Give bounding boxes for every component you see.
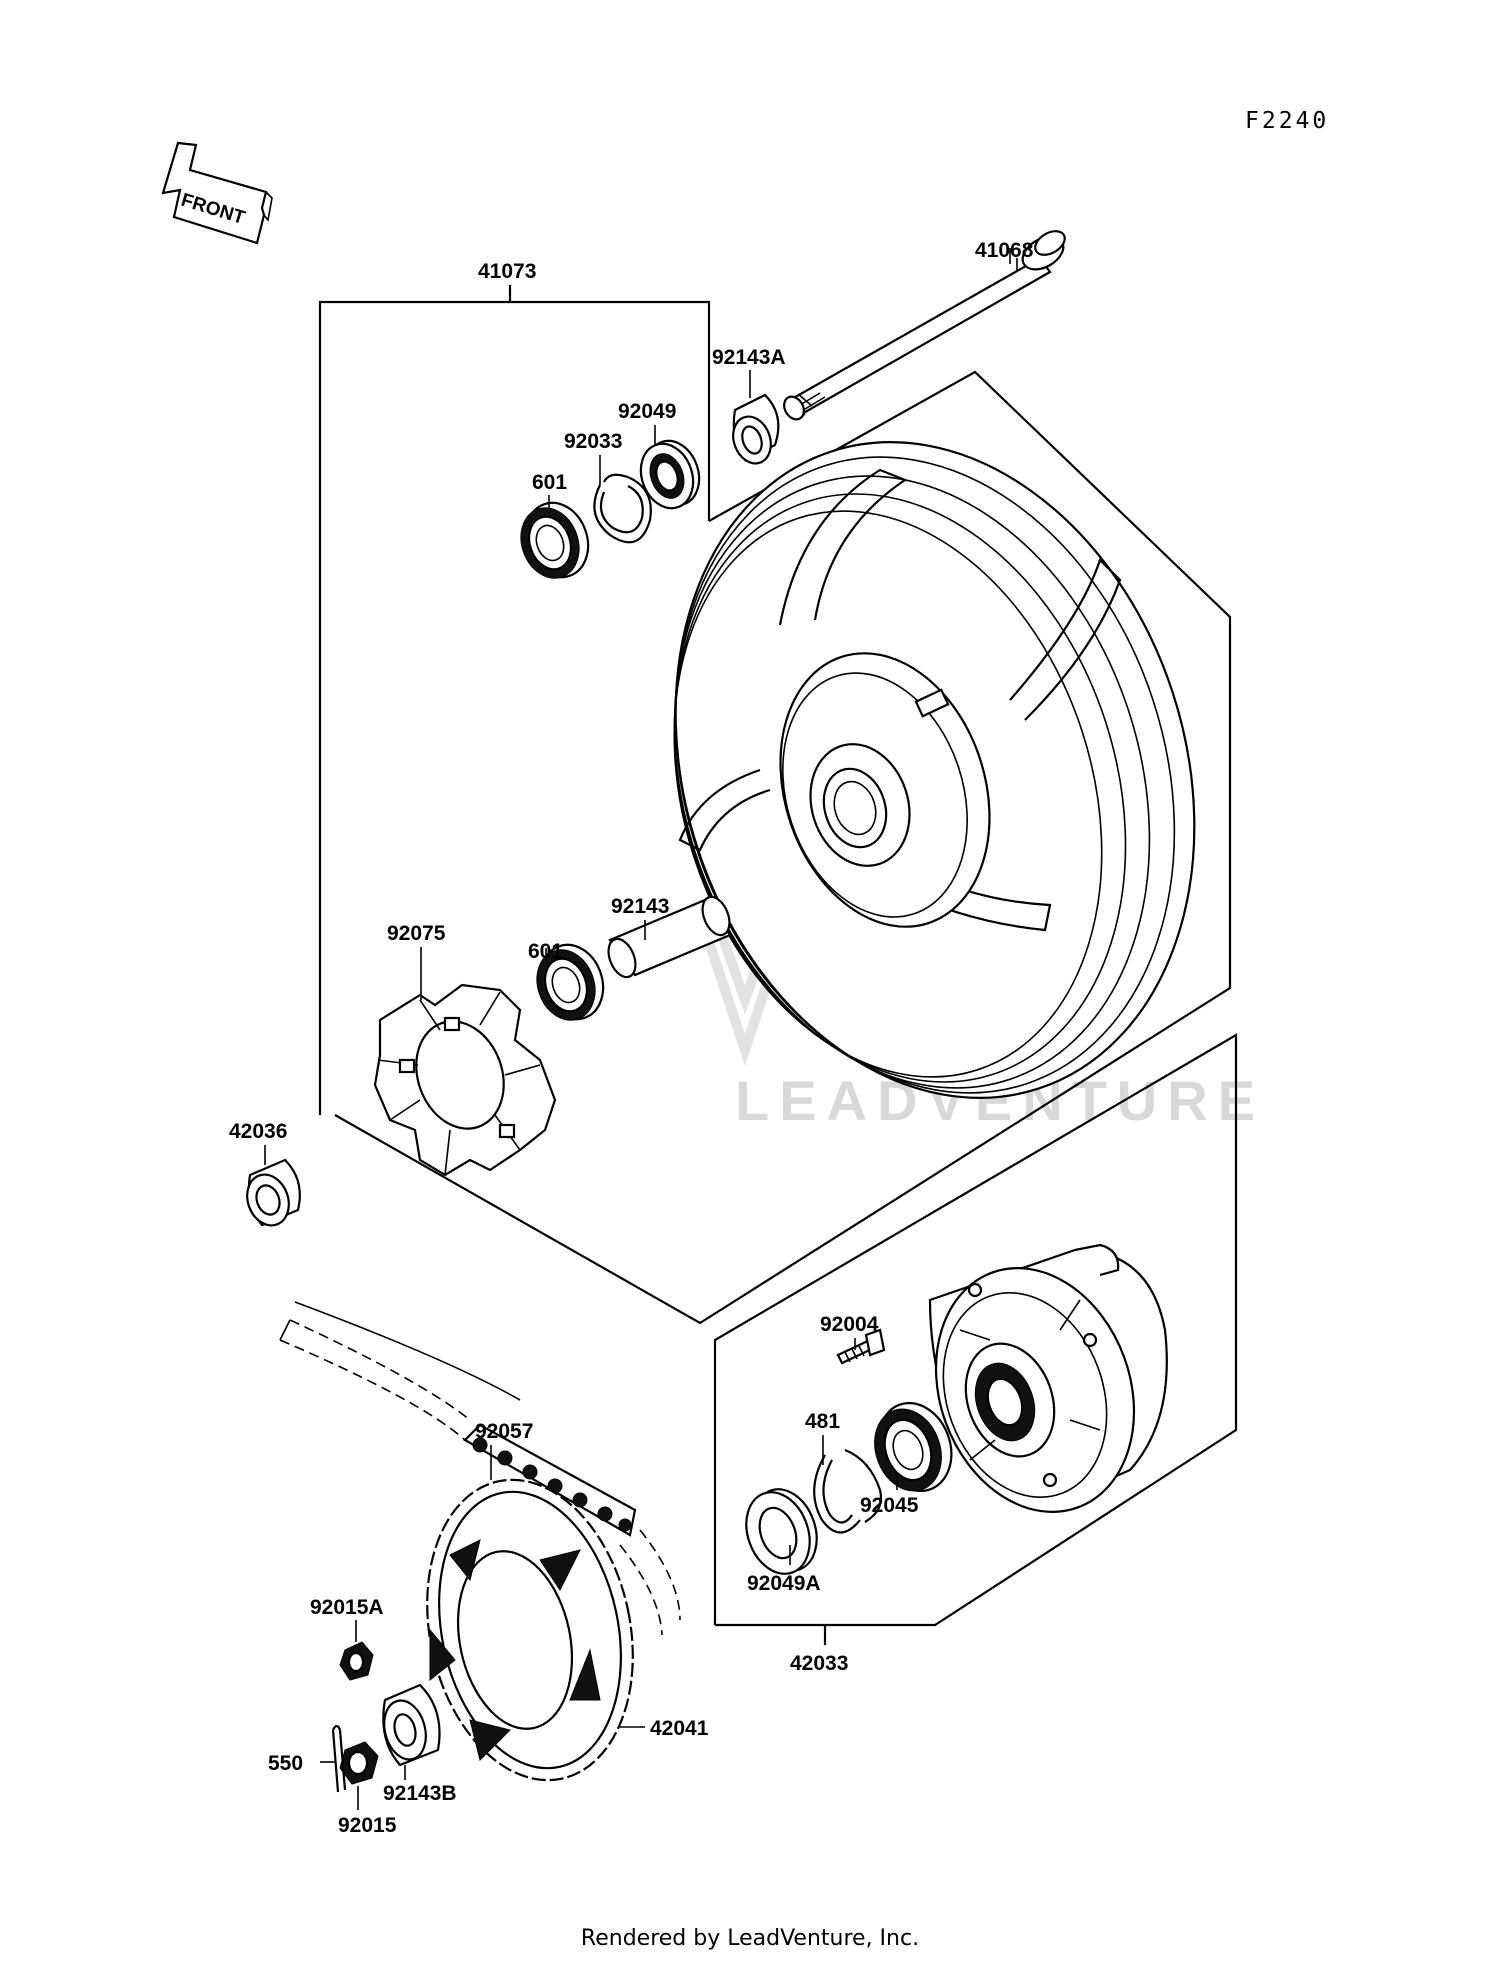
callout-601-top: 601	[532, 471, 567, 494]
nut-92015A	[339, 1641, 374, 1681]
footer-credit: Rendered by LeadVenture, Inc.	[580, 1926, 920, 1951]
callout-42041: 42041	[650, 1717, 709, 1740]
callout-42033: 42033	[790, 1652, 848, 1675]
distance-collar-92143	[607, 895, 732, 979]
axle-41068	[783, 230, 1066, 421]
hub-assembly-bracket	[713, 1033, 1238, 1645]
hub-coupling-42033	[928, 1243, 1168, 1513]
leader-lines	[264, 258, 1018, 1810]
callout-labels: 41073 41068 92143A 92049 92033 601 92143…	[229, 239, 1034, 1837]
callout-92143: 92143	[611, 895, 669, 918]
callout-92033: 92033	[564, 430, 622, 453]
bearing-601-top	[520, 501, 590, 579]
circlip-481	[813, 1448, 883, 1534]
callout-92015A: 92015A	[310, 1596, 384, 1619]
cotter-pin-550	[331, 1724, 347, 1793]
bearing-92045	[874, 1401, 953, 1493]
oil-seal-92049A	[745, 1488, 818, 1575]
callout-92049A: 92049A	[747, 1572, 821, 1595]
front-arrow-icon: FRONT	[161, 141, 273, 245]
chain-92057	[279, 1301, 681, 1636]
damper-92075	[373, 983, 557, 1177]
callout-92045: 92045	[860, 1494, 919, 1517]
callout-550: 550	[268, 1752, 303, 1775]
nut-92015	[339, 1741, 379, 1785]
callout-92143B: 92143B	[383, 1782, 457, 1805]
callout-41073: 41073	[478, 260, 536, 283]
diagram-code: F2240	[1245, 108, 1329, 134]
rear-wheel-rim	[673, 441, 1196, 1099]
callout-41068: 41068	[975, 239, 1034, 262]
oil-seal-92049	[639, 439, 701, 510]
wheel-assembly-bracket	[318, 285, 1232, 1325]
collar-92143B	[382, 1683, 441, 1767]
callout-92015: 92015	[338, 1814, 397, 1837]
collar-42036	[246, 1158, 301, 1227]
valve-92004	[836, 1328, 886, 1365]
callout-92143A: 92143A	[712, 346, 786, 369]
circlip-92033	[593, 473, 652, 544]
sprocket-42041	[426, 1478, 634, 1782]
callout-42036: 42036	[229, 1120, 287, 1143]
callout-92049: 92049	[618, 400, 676, 423]
bearing-601-mid	[536, 943, 605, 1021]
callout-92075: 92075	[387, 922, 446, 945]
collar-92143A	[732, 393, 780, 465]
callout-92057: 92057	[475, 1420, 533, 1443]
callout-92004: 92004	[820, 1313, 879, 1336]
callout-601-mid: 601	[528, 940, 563, 963]
callout-481: 481	[805, 1410, 840, 1433]
